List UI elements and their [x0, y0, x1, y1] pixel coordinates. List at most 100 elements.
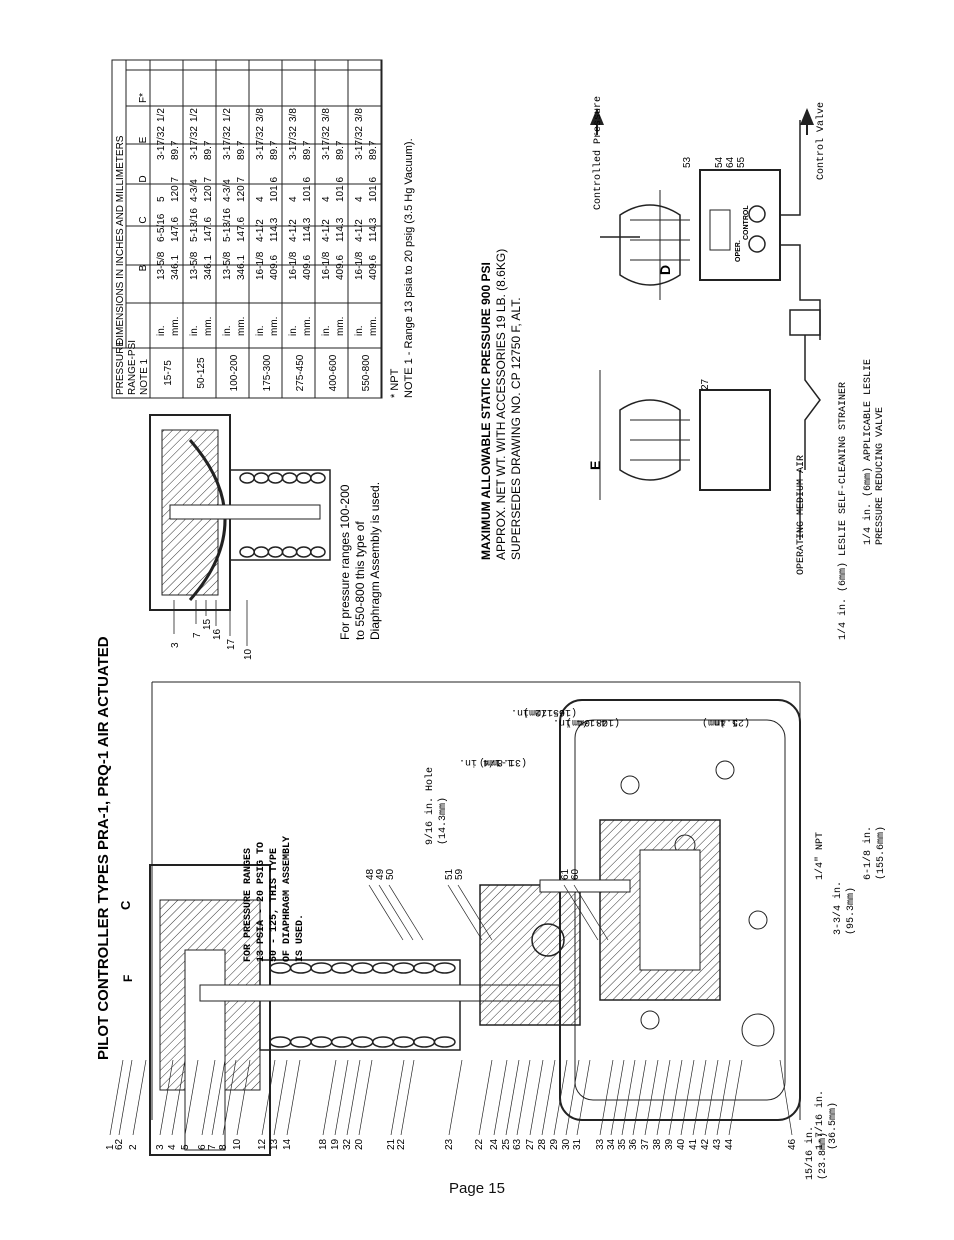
max-pressure-heading: MAXIMUM ALLOWABLE STATIC PRESSURE 900 PS… — [479, 262, 493, 560]
table-unit-in-3: in. — [255, 325, 266, 336]
dimension-text-12: 6-1/8 in. — [862, 826, 874, 880]
table-unit-in-5: in. — [321, 325, 332, 336]
dimension-text-9: (36.5mm) — [827, 1102, 839, 1150]
table-cell-mm-4-3: 89.7 — [302, 140, 313, 160]
diaphragm-note-3: Diaphragm Assembly is used. — [368, 482, 382, 640]
table-cell-in-2-0: 13-5/8 — [222, 251, 233, 280]
part-callout-3: 3 — [155, 1144, 166, 1150]
control-valve-label: Control Valve — [815, 102, 827, 180]
table-cell-mm-2-2: 120.7 — [236, 177, 247, 202]
dimension-text-8: 1-7/16 in. — [814, 1090, 826, 1150]
range-note-2: 13 PSIA - 20 PSIG TO — [256, 842, 267, 962]
table-cell-mm-0-0: 346.1 — [170, 255, 181, 280]
table-unit-in-2: in. — [222, 325, 233, 336]
table-cell-mm-0-2: 120.7 — [170, 177, 181, 202]
table-cell-mm-5-0: 409.6 — [335, 255, 346, 280]
part-callout-5: 5 — [180, 1144, 191, 1150]
table-col-header-0: B — [138, 264, 149, 271]
table-col-header-4: F* — [138, 93, 149, 103]
table-cell-mm-4-0: 409.6 — [302, 255, 313, 280]
part-callout-39: 43 — [712, 1138, 723, 1150]
table-range-6: 550-800 — [361, 354, 372, 391]
table-cell-in-2-1: 5-13/16 — [222, 208, 233, 242]
table-cell-mm-5-1: 114.3 — [335, 217, 346, 242]
label-53: 53 — [682, 156, 693, 168]
table-cell-in-1-2: 4-3/4 — [189, 179, 200, 202]
label-54: 54 — [714, 156, 725, 168]
table-unit-in-4: in. — [288, 325, 299, 336]
part-callout-33: 37 — [640, 1138, 651, 1150]
diaphragm-callout-3: 16 — [212, 628, 223, 640]
e-dimension-label: E — [587, 461, 603, 470]
table-range-2: 100-200 — [229, 354, 240, 391]
table-cell-in-3-3: 3-17/32 — [255, 126, 266, 160]
range-note-1: FOR PRESSURE RANGES — [243, 848, 254, 962]
label-64: 64 — [725, 156, 736, 168]
part-callout-16: 20 — [354, 1138, 365, 1150]
table-unit-mm-4: mm. — [302, 317, 313, 336]
max-pressure-supersedes: SUPERSEDES DRAWING NO. CP 12750 F, ALT. — [509, 297, 523, 560]
table-range-5: 400-600 — [328, 354, 339, 391]
table-range-4: 275-450 — [295, 354, 306, 391]
table-unit-mm-6: mm. — [368, 317, 379, 336]
table-header-range-2: NOTE 1 — [139, 358, 150, 395]
table-cell-in-6-2: 4 — [354, 196, 365, 202]
page-number: Page 15 — [449, 1180, 505, 1197]
table-range-0: 15-75 — [163, 360, 174, 386]
dim-c-label: C — [118, 900, 133, 910]
range-note-4: OF DIAPHRAGM ASSEMBLY — [282, 836, 293, 962]
diaphragm-detail-drawing — [149, 414, 331, 611]
part-callout-29: 33 — [595, 1138, 606, 1150]
table-range-1: 50-125 — [196, 357, 207, 389]
dimension-text-2: 6-1/2 in. — [511, 706, 565, 718]
table-cell-in-6-4: 3/8 — [354, 108, 365, 122]
table-cell-in-4-2: 4 — [288, 196, 299, 202]
table-cell-in-2-2: 4-3/4 — [222, 179, 233, 202]
part-callout-38: 42 — [700, 1138, 711, 1150]
dimension-text-14: 15/16 in. — [804, 1126, 816, 1180]
table-note-1: NOTE 1 - Range 13 psia to 20 psig (3.5 H… — [403, 138, 415, 398]
part-callout-26: 29 — [549, 1138, 560, 1150]
table-unit-mm-2: mm. — [236, 317, 247, 336]
part-callout-31: 35 — [617, 1138, 628, 1150]
table-cell-in-5-1: 4-1/2 — [321, 219, 332, 242]
part-callout-0: 1 — [105, 1144, 116, 1150]
part-callout-14: 19 — [330, 1138, 341, 1150]
table-cell-in-6-3: 3-17/32 — [354, 126, 365, 160]
table-cell-in-5-4: 3/8 — [321, 108, 332, 122]
part-callout-32: 36 — [628, 1138, 639, 1150]
table-cell-mm-5-3: 89.7 — [335, 140, 346, 160]
table-cell-mm-2-0: 346.1 — [236, 255, 247, 280]
part-callout-13: 18 — [318, 1138, 329, 1150]
table-cell-in-0-1: 6-5/16 — [156, 213, 167, 242]
table-cell-in-4-4: 3/8 — [288, 108, 299, 122]
table-cell-mm-2-1: 147.6 — [236, 217, 247, 242]
dimension-text-10: 3-3/4 in. — [832, 881, 844, 935]
gauge-label-control: CONTROL — [743, 205, 750, 240]
dimension-text-7: (25.4mm) — [702, 716, 750, 728]
table-cell-in-5-2: 4 — [321, 196, 332, 202]
part-callout-12: 14 — [282, 1138, 293, 1150]
table-cell-in-3-1: 4-1/2 — [255, 219, 266, 242]
part-callout-25: 28 — [537, 1138, 548, 1150]
table-cell-mm-6-3: 89.7 — [368, 140, 379, 160]
table-col-header-2: D — [138, 175, 149, 182]
part-callout-1: 62 — [114, 1138, 125, 1150]
part-callout-top-6: 60 — [570, 868, 581, 880]
table-cell-mm-1-1: 147.6 — [203, 217, 214, 242]
label-27: 27 — [700, 378, 711, 390]
part-callout-top-3: 51 — [444, 868, 455, 880]
diaphragm-callout-1: 7 — [192, 632, 203, 638]
dimension-text-5: (108.0mm) — [566, 716, 620, 728]
dimension-text-18: (14.3mm) — [437, 797, 449, 845]
part-callout-30: 34 — [606, 1138, 617, 1150]
strainer-label: 1/4 in. (6mm) LESLIE SELF-CLEANING STRAI… — [837, 382, 849, 640]
table-cell-mm-1-2: 120.7 — [203, 177, 214, 202]
part-callout-9: 10 — [232, 1138, 243, 1150]
table-cell-in-2-3: 3-17/32 — [222, 126, 233, 160]
table-col-header-3: E — [138, 136, 149, 143]
part-callout-22: 25 — [501, 1138, 512, 1150]
reducing-valve-label-2: PRESSURE REDUCING VALVE — [875, 407, 886, 545]
